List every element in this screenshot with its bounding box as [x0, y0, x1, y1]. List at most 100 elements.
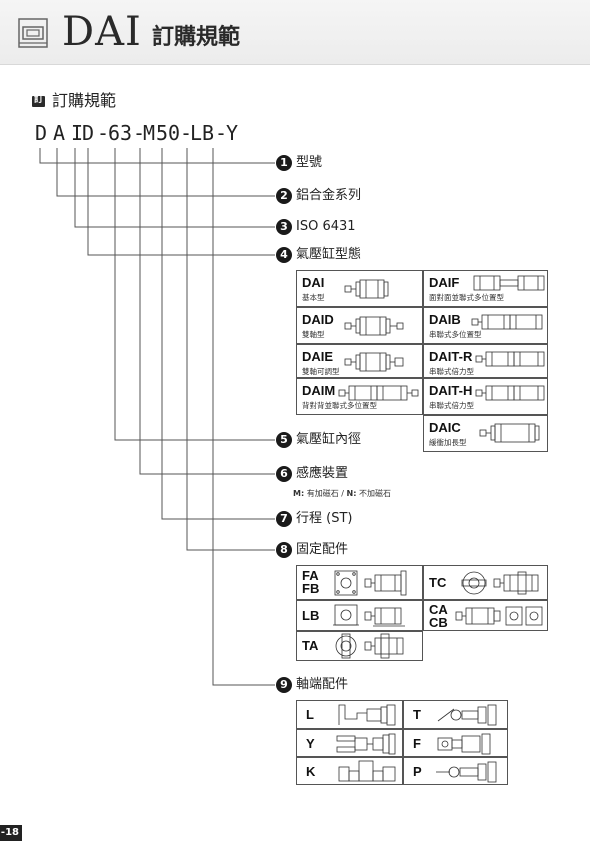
- type-code: DAIM: [302, 383, 336, 398]
- code-segment-5: 63: [108, 121, 133, 145]
- type-cell-dait-r: DAIT-R 串聯式倍力型: [423, 344, 548, 378]
- item-number-9: 9: [276, 677, 292, 693]
- type-desc: 基本型: [302, 293, 325, 302]
- mount-code: LB: [302, 608, 320, 623]
- code-segment-4: D: [82, 121, 95, 145]
- item-number-2: 2: [276, 188, 292, 204]
- header-model: DAI: [62, 9, 142, 55]
- rod-end-drawing-icon: [338, 760, 396, 782]
- cylinder-drawing-icon: [475, 351, 545, 367]
- mount-code: TC: [429, 575, 447, 590]
- code-segment-dash: -: [97, 121, 110, 145]
- cylinder-drawing-icon: [475, 385, 545, 401]
- type-cell-daie: DAIE 雙軸可調型: [296, 344, 423, 378]
- type-cell-dait-h: DAIT-H 串聯式倍力型: [423, 378, 548, 415]
- mount-cell-ca-cb: CA CB: [423, 600, 548, 631]
- item-label-mounting: 固定配件: [296, 542, 349, 557]
- cylinder-drawing-icon: [473, 275, 545, 291]
- type-desc: 串聯式倍力型: [429, 367, 474, 376]
- code-segment-8: LB: [190, 121, 215, 145]
- rod-end-drawing-icon: [437, 704, 497, 726]
- mounting-drawing-icon: [333, 604, 405, 627]
- code-segment-7: 50: [156, 121, 181, 145]
- item-label-cylinder-type: 氣壓缸型態: [296, 247, 362, 262]
- type-cell-daim: DAIM 背對背並聯式多位置型: [296, 378, 423, 415]
- type-desc: 背對背並聯式多位置型: [302, 401, 377, 410]
- cylinder-drawing-icon: [344, 352, 404, 372]
- item-label-bore: 氣壓缸內徑: [296, 432, 362, 447]
- mount-code: FA FB: [302, 568, 320, 596]
- item-label-rod-end: 軸端配件: [296, 677, 349, 692]
- rod-end-code: K: [306, 764, 316, 779]
- type-cell-daif: DAIF 面對面並聯式多位置型: [423, 270, 548, 307]
- item-number-8: 8: [276, 542, 292, 558]
- mount-cell-fa-fb: FA FB: [296, 565, 423, 600]
- rod-end-cell-f: F: [403, 729, 508, 757]
- header-title: 訂購規範: [152, 25, 241, 50]
- mounting-drawing-icon: [335, 633, 404, 659]
- mount-code: TA: [302, 638, 319, 653]
- item-number-5: 5: [276, 432, 292, 448]
- mount-cell-ta: TA: [296, 631, 423, 661]
- section-title: 訂購規範: [52, 91, 117, 110]
- item-number-6: 6: [276, 466, 292, 482]
- item-label-aluminum-series: 鋁合金系列: [296, 188, 362, 203]
- type-code: DAIE: [302, 349, 334, 364]
- type-code: DAIB: [429, 312, 461, 327]
- code-segment-dash: -: [180, 121, 193, 145]
- type-cell-daic: DAIC 緩衝加長型: [423, 415, 548, 452]
- cylinder-drawing-icon: [479, 423, 540, 443]
- rod-end-drawing-icon: [336, 733, 396, 755]
- cylinder-drawing-icon: [344, 279, 389, 299]
- sensor-note: M: 有加磁石 / N: 不加磁石: [293, 489, 391, 498]
- mounting-drawing-icon: [334, 570, 407, 596]
- item-number-4: 4: [276, 247, 292, 263]
- type-cell-dai: DAI 基本型: [296, 270, 423, 307]
- code-segment-3: I: [71, 121, 84, 145]
- type-desc: 串聯式倍力型: [429, 401, 474, 410]
- type-cell-daid: DAID 雙軸型: [296, 307, 423, 344]
- type-code: DAIT-R: [429, 349, 473, 364]
- mount-code: CA CB: [429, 602, 448, 630]
- rod-end-cell-k: K: [296, 757, 403, 785]
- item-label-model: 型號: [296, 155, 323, 170]
- rod-end-code: L: [306, 707, 314, 722]
- code-segment-2: A: [53, 121, 66, 145]
- mounting-drawing-icon: [461, 571, 539, 595]
- rod-end-code: T: [413, 707, 421, 722]
- cylinder-drawing-icon: [338, 385, 419, 401]
- item-label-iso: ISO 6431: [296, 219, 356, 234]
- rod-end-drawing-icon: [338, 704, 396, 726]
- type-desc: 面對面並聯式多位置型: [429, 293, 504, 302]
- code-segment-1: D: [35, 121, 48, 145]
- page-header: DAI 訂購規範: [0, 0, 590, 65]
- type-code: DAI: [302, 275, 325, 290]
- type-code: DAIC: [429, 420, 461, 435]
- type-desc: 雙軸可調型: [302, 367, 340, 376]
- type-desc: 緩衝加長型: [429, 438, 467, 447]
- rod-end-code: F: [413, 736, 421, 751]
- code-segment-dash: -: [133, 121, 146, 145]
- type-desc: 串聯式多位置型: [429, 330, 482, 339]
- rod-end-cell-l: L: [296, 700, 403, 729]
- cylinder-drawing-icon: [471, 314, 543, 330]
- cylinder-drawing-icon: [344, 316, 404, 336]
- rod-end-cell-t: T: [403, 700, 508, 729]
- item-number-1: 1: [276, 155, 292, 171]
- rod-end-drawing-icon: [436, 761, 497, 783]
- page-number: -18: [0, 825, 22, 841]
- rod-end-code: Y: [306, 736, 315, 751]
- item-number-3: 3: [276, 219, 292, 235]
- rod-end-cell-y: Y: [296, 729, 403, 757]
- item-label-sensor: 感應裝置: [296, 466, 349, 481]
- mounting-drawing-icon: [455, 606, 543, 626]
- rod-end-drawing-icon: [437, 733, 491, 755]
- code-segment-dash: -: [215, 121, 228, 145]
- item-label-stroke: 行程 (ST): [296, 511, 353, 526]
- mount-cell-tc: TC: [423, 565, 548, 600]
- cylinder-logo-icon: [18, 18, 48, 48]
- rod-end-code: P: [413, 764, 422, 779]
- item-number-7: 7: [276, 511, 292, 527]
- code-segment-9: Y: [226, 121, 239, 145]
- rod-end-cell-p: P: [403, 757, 508, 785]
